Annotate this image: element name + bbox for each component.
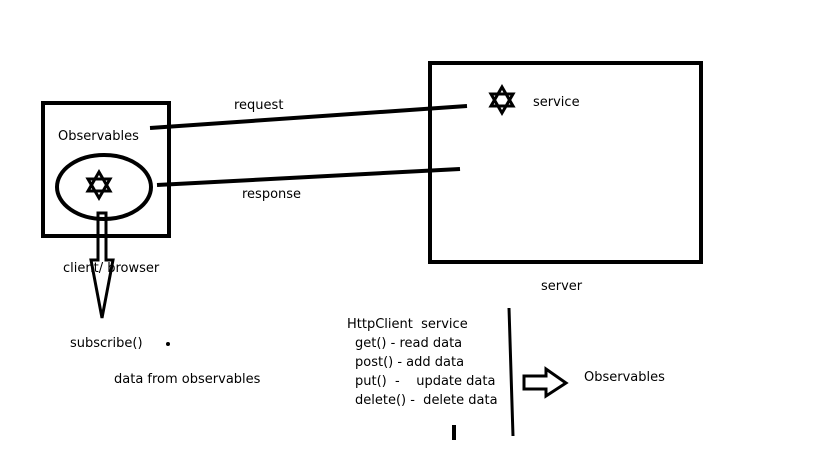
client-caption: client/ browser <box>63 261 160 276</box>
response-edge <box>156 167 461 187</box>
observables-output-label: Observables <box>584 370 665 385</box>
observable-ellipse <box>55 153 153 221</box>
data-from-observables-label: data from observables <box>114 372 261 387</box>
response-label: response <box>242 187 302 202</box>
right-arrow <box>522 366 569 399</box>
http-client-title: HttpClient service <box>347 317 468 332</box>
subscribe-label: subscribe() <box>70 336 143 351</box>
client-title: Observables <box>58 129 139 144</box>
down-arrow <box>89 211 115 319</box>
bullet-dot <box>166 342 170 346</box>
request-label: request <box>234 98 284 113</box>
server-caption: server <box>541 279 583 294</box>
request-edge <box>149 104 468 130</box>
http-method-item: get() - read data <box>355 336 463 351</box>
http-method-item: put() - update data <box>355 374 496 389</box>
service-label: service <box>533 95 580 110</box>
star-of-david-icon <box>488 84 516 116</box>
http-method-item: delete() - delete data <box>355 393 498 408</box>
server-box <box>428 61 703 264</box>
http-method-item: post() - add data <box>355 355 465 370</box>
star-of-david-icon <box>85 169 113 201</box>
divider-line <box>507 307 515 437</box>
